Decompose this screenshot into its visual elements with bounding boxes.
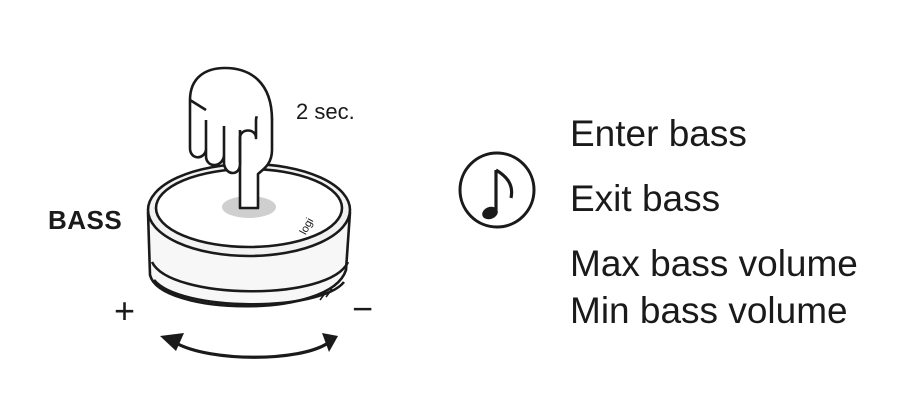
function-enter-bass: Enter bass [570, 113, 747, 154]
bass-button-label: BASS [48, 205, 123, 235]
music-note-icon [458, 151, 536, 229]
rotate-arrow-left-head [160, 333, 184, 351]
press-duration-label: 2 sec. [296, 99, 355, 124]
rotate-arrow-icon [175, 341, 329, 359]
rotate-minus-label: − [352, 288, 374, 329]
rotate-plus-label: + [114, 290, 136, 331]
rotate-arrow-right-head [322, 333, 338, 352]
function-max-bass-volume: Max bass volume [570, 243, 858, 284]
function-exit-bass: Exit bass [570, 178, 721, 219]
pointing-hand-icon [188, 66, 274, 210]
function-min-bass-volume: Min bass volume [570, 290, 848, 331]
